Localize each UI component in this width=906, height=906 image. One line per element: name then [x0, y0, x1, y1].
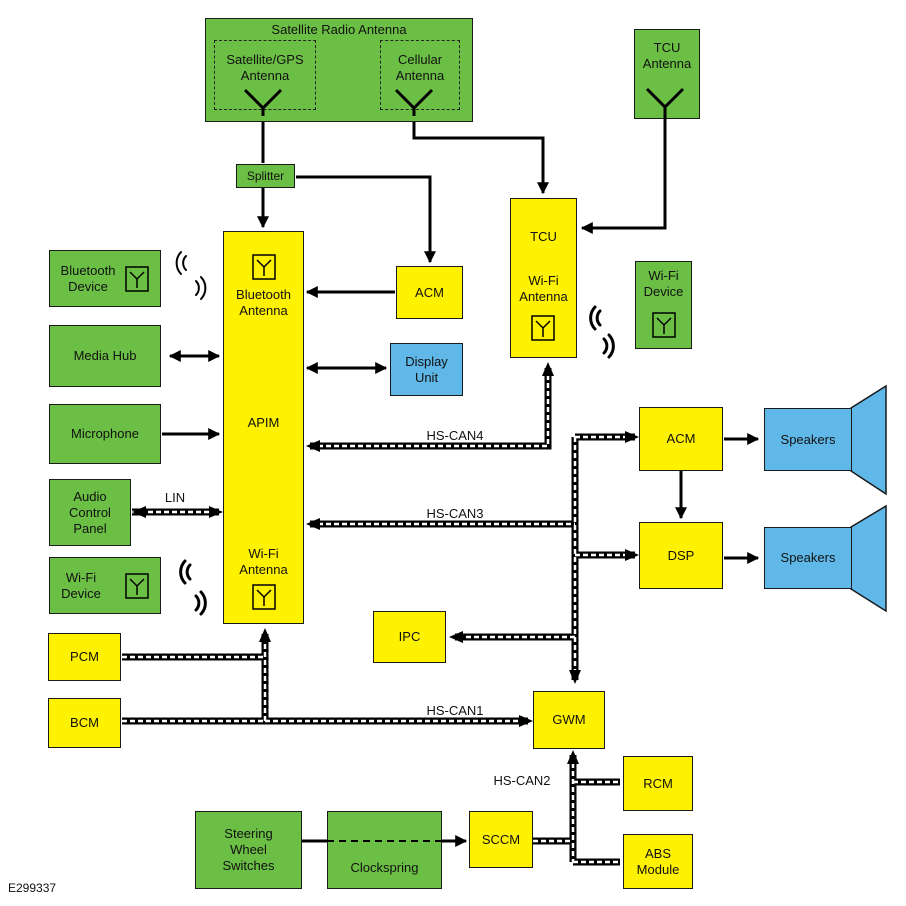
diagram-id: E299337 — [8, 881, 57, 895]
steering-wheel-switches: Steering Wheel Switches — [195, 811, 302, 889]
tcu-antenna-icon — [645, 87, 685, 119]
gwm-module: GWM — [533, 691, 605, 749]
acm-right-label: ACM — [666, 431, 696, 446]
speakers-1-label: Speakers — [780, 431, 836, 447]
tcu-antenna-label: TCU Antenna — [642, 40, 692, 71]
wifi-device-right: Wi-Fi Device — [635, 261, 692, 349]
microphone: Microphone — [49, 404, 161, 464]
dsp-module: DSP — [639, 522, 723, 589]
hs-can2-label: HS-CAN2 — [493, 773, 551, 788]
sccm-label: SCCM — [481, 831, 521, 847]
tcu-module: TCU Wi-Fi Antenna — [510, 198, 577, 358]
tcu-wifi-antenna-label: Wi-Fi Antenna — [519, 273, 568, 304]
bluetooth-device: Bluetooth Device — [49, 250, 161, 307]
tcu-wifi-antenna-icon — [531, 315, 555, 341]
acm-top-module: ACM — [396, 266, 463, 319]
lin-bus-label: LIN — [164, 490, 186, 505]
bcm-label: BCM — [70, 715, 99, 730]
wifi-device-right-antenna-icon — [652, 312, 676, 338]
clockspring-label: Clockspring — [350, 860, 419, 875]
ipc-label: IPC — [398, 629, 421, 644]
pcm-label: PCM — [70, 649, 99, 664]
pcm-module: PCM — [48, 633, 121, 681]
wifi-device-left-antenna-icon — [125, 573, 149, 599]
gwm-label: GWM — [552, 712, 586, 727]
wifi-device-left: Wi-Fi Device — [49, 557, 161, 614]
splitter-box: Splitter — [236, 164, 295, 188]
apim-wifi-antenna-label: Wi-Fi Antenna — [239, 546, 288, 577]
steering-wheel-switches-label: Steering Wheel Switches — [222, 826, 275, 873]
audio-control-panel: Audio Control Panel — [49, 479, 131, 546]
bcm-module: BCM — [48, 698, 121, 748]
rcm-label: RCM — [643, 775, 673, 791]
speakers-2-label: Speakers — [780, 550, 836, 565]
acm-top-label: ACM — [415, 284, 444, 300]
clockspring: Clockspring — [327, 811, 442, 889]
speaker-cones — [850, 384, 887, 613]
media-hub: Media Hub — [49, 325, 161, 387]
cellular-antenna-region — [380, 40, 460, 110]
signal-wires — [162, 108, 760, 847]
sat-gps-antenna-label: Satellite/GPS Antenna — [226, 52, 304, 83]
apim-bluetooth-antenna-icon — [252, 254, 276, 280]
display-unit-label: Display Unit — [405, 353, 448, 385]
cellular-antenna-icon — [394, 88, 434, 116]
apim-module: Bluetooth Antenna APIM Wi-Fi Antenna — [223, 231, 304, 624]
sat-gps-antenna-icon — [243, 88, 283, 116]
sat-antenna-icons — [243, 88, 434, 116]
bus-arrowheads — [132, 362, 639, 764]
sat-gps-antenna-region — [214, 40, 316, 110]
clockspring-dashed-line — [327, 840, 442, 842]
speakers-1: Speakers — [764, 408, 852, 471]
audio-control-panel-label: Audio Control Panel — [69, 488, 111, 536]
rcm-module: RCM — [623, 756, 693, 811]
microphone-label: Microphone — [71, 426, 139, 441]
tcu-label: TCU — [530, 229, 557, 244]
ipc-module: IPC — [373, 611, 446, 663]
acm-right-module: ACM — [639, 407, 723, 471]
hs-can1-label: HS-CAN1 — [426, 703, 484, 718]
abs-module-label: ABS Module — [636, 845, 680, 877]
dsp-label: DSP — [667, 547, 695, 563]
wireless-arcs — [175, 251, 615, 616]
satellite-radio-antenna-label: Satellite Radio Antenna — [271, 22, 407, 37]
speakers-2: Speakers — [764, 527, 852, 589]
bluetooth-device-label: Bluetooth Device — [60, 262, 116, 294]
apim-wifi-antenna-icon — [252, 584, 276, 610]
wifi-device-right-label: Wi-Fi Device — [643, 268, 684, 299]
bluetooth-device-antenna-icon — [125, 266, 149, 292]
apim-bluetooth-antenna-label: Bluetooth Antenna — [236, 287, 291, 318]
media-hub-label: Media Hub — [73, 348, 137, 363]
satellite-radio-antenna-box: Satellite Radio Antenna — [205, 18, 473, 122]
display-unit: Display Unit — [390, 343, 463, 396]
hs-can3-label: HS-CAN3 — [426, 506, 484, 521]
hs-can4-label: HS-CAN4 — [426, 428, 484, 443]
splitter-label: Splitter — [246, 169, 285, 183]
sccm-module: SCCM — [469, 811, 533, 868]
wifi-device-left-label: Wi-Fi Device — [61, 569, 101, 601]
abs-module: ABS Module — [623, 834, 693, 889]
apim-label: APIM — [247, 415, 280, 430]
cellular-antenna-label: Cellular Antenna — [395, 52, 445, 83]
